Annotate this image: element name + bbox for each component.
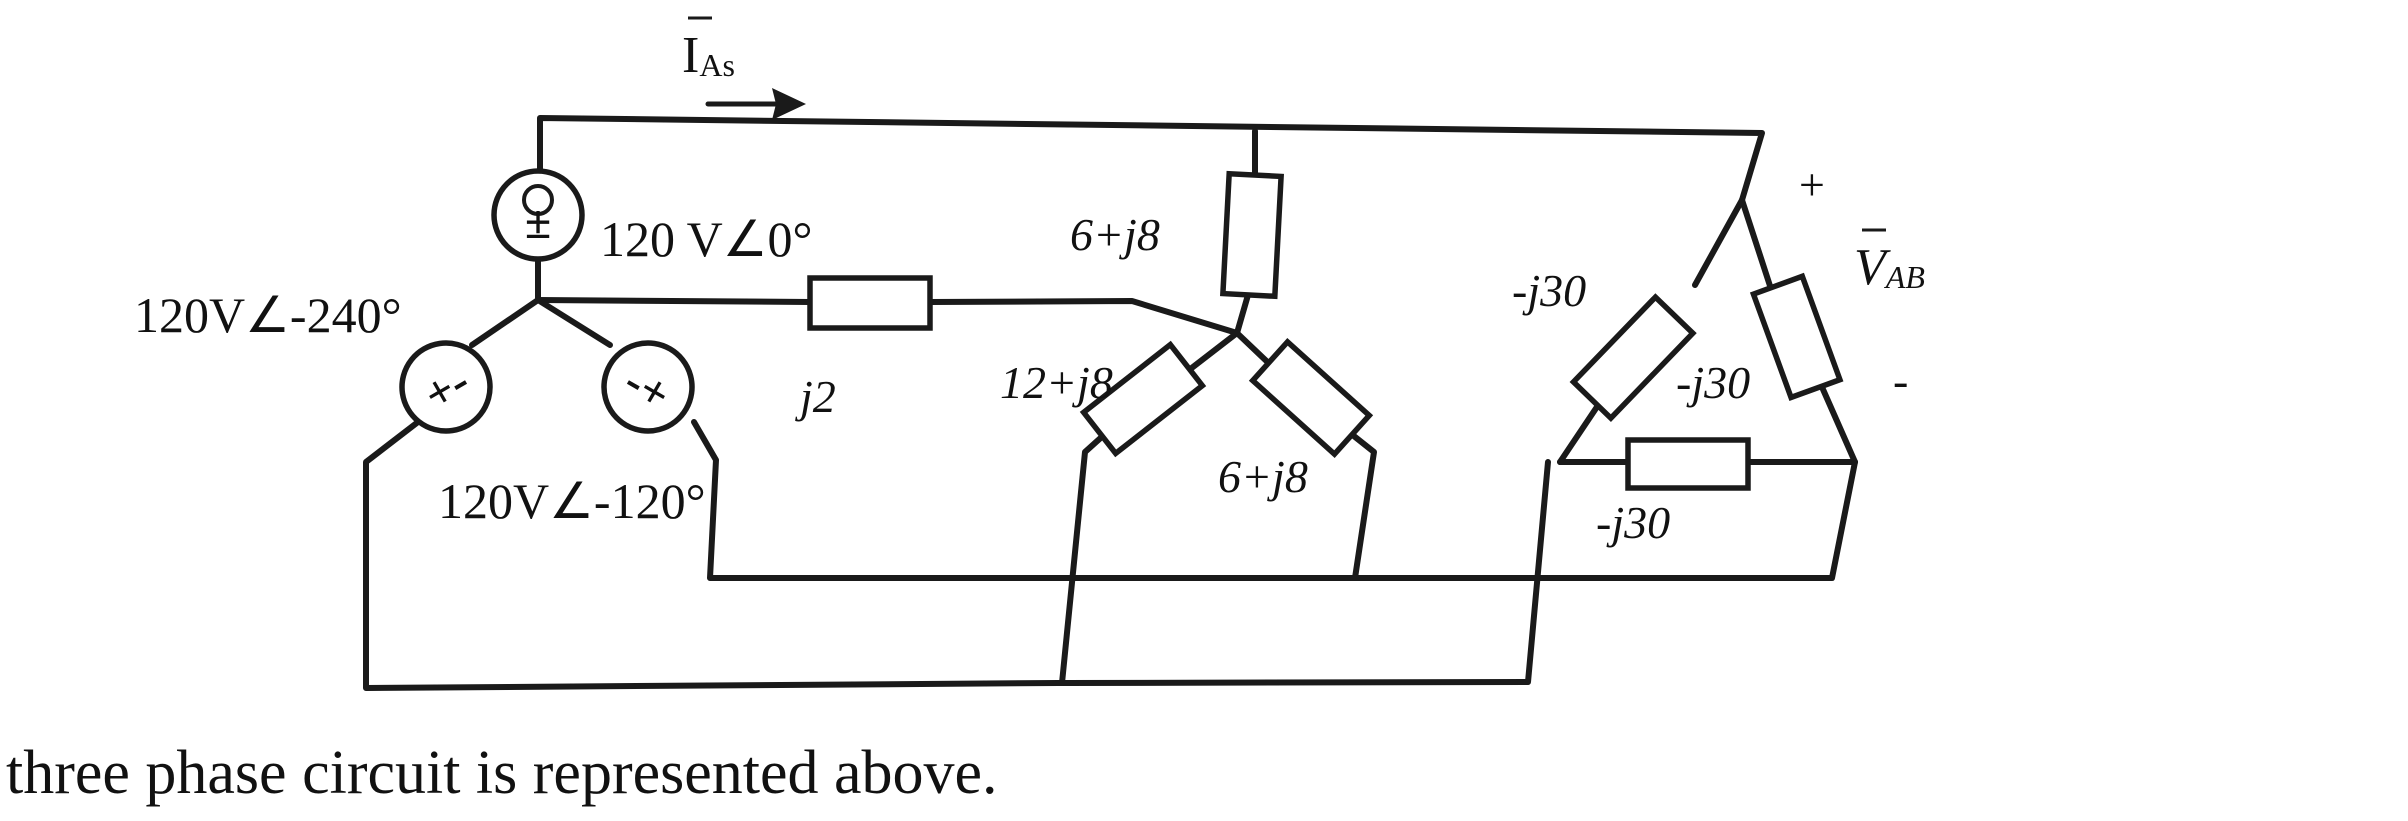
wire-source-leg-b — [535, 297, 613, 348]
impedance-wye-top — [1220, 170, 1284, 300]
source-a-plus-ring — [522, 184, 554, 216]
current-label: IAs — [682, 27, 735, 84]
voltage-minus: - — [1893, 355, 1908, 406]
impedance-delta-left — [1569, 293, 1697, 422]
voltage-label: VAB — [1854, 239, 1925, 296]
wire-line-a — [537, 115, 1765, 203]
source-a-label: 120 V∠0° — [600, 211, 813, 267]
voltage-indicator: + VAB - — [1796, 159, 1925, 406]
source-b: -+ — [601, 340, 695, 434]
voltage-symbol: V — [1854, 239, 1891, 296]
wire-line-c — [363, 419, 1551, 691]
source-c-label: 120V∠-240° — [134, 287, 402, 343]
wire-delta-right — [1739, 197, 1775, 295]
current-symbol: I — [682, 27, 699, 84]
caption-text: three phase circuit is represented above… — [6, 739, 998, 807]
wire-source-leg-c — [469, 297, 541, 348]
labels: 120 V∠0° 120V∠-240° 120V∠-120° j2 6+j8 1… — [134, 209, 1750, 548]
wire-line-j2 — [535, 297, 813, 305]
wire-j2-wye — [927, 298, 1240, 336]
wire-wye-left-down — [1059, 422, 1118, 686]
impedance-delta-right — [1749, 272, 1844, 401]
current-subscript: As — [699, 47, 735, 83]
wire-line-b — [691, 419, 1858, 581]
source-c: +- — [399, 340, 493, 434]
source-a-sign: ± — [525, 196, 551, 249]
impedance-wye-left-label: 12+j8 — [1000, 357, 1113, 408]
wire-wye-a-lower — [1234, 292, 1251, 336]
source-a: ± — [491, 168, 585, 262]
impedance-delta-right-label: -j30 — [1676, 357, 1750, 408]
impedance-wye-left — [1079, 340, 1207, 458]
source-c-circle — [399, 340, 493, 434]
impedance-delta-bottom — [1625, 437, 1751, 491]
wire-wye-right-down — [1337, 422, 1377, 581]
wire-delta-right-low — [1815, 375, 1858, 465]
source-b-label: 120V∠-120° — [438, 473, 706, 529]
impedance-delta-bottom-label: -j30 — [1596, 497, 1670, 548]
current-indicator: IAs — [682, 16, 806, 120]
sources: ± +- -+ — [399, 168, 695, 434]
voltage-plus: + — [1796, 159, 1827, 210]
current-arrow-head — [772, 88, 806, 120]
impedance-wye-right — [1248, 337, 1374, 459]
impedance-j2-label: j2 — [795, 371, 836, 422]
voltage-subscript: AB — [1884, 259, 1925, 295]
wire-delta-left — [1692, 197, 1745, 288]
impedance-wye-right-label: 6+j8 — [1218, 451, 1308, 502]
impedance-j2 — [807, 275, 933, 331]
impedances — [807, 170, 1844, 491]
impedance-delta-left-label: -j30 — [1512, 265, 1586, 316]
source-b-circle — [601, 340, 695, 434]
impedance-wye-top-label: 6+j8 — [1070, 209, 1160, 260]
